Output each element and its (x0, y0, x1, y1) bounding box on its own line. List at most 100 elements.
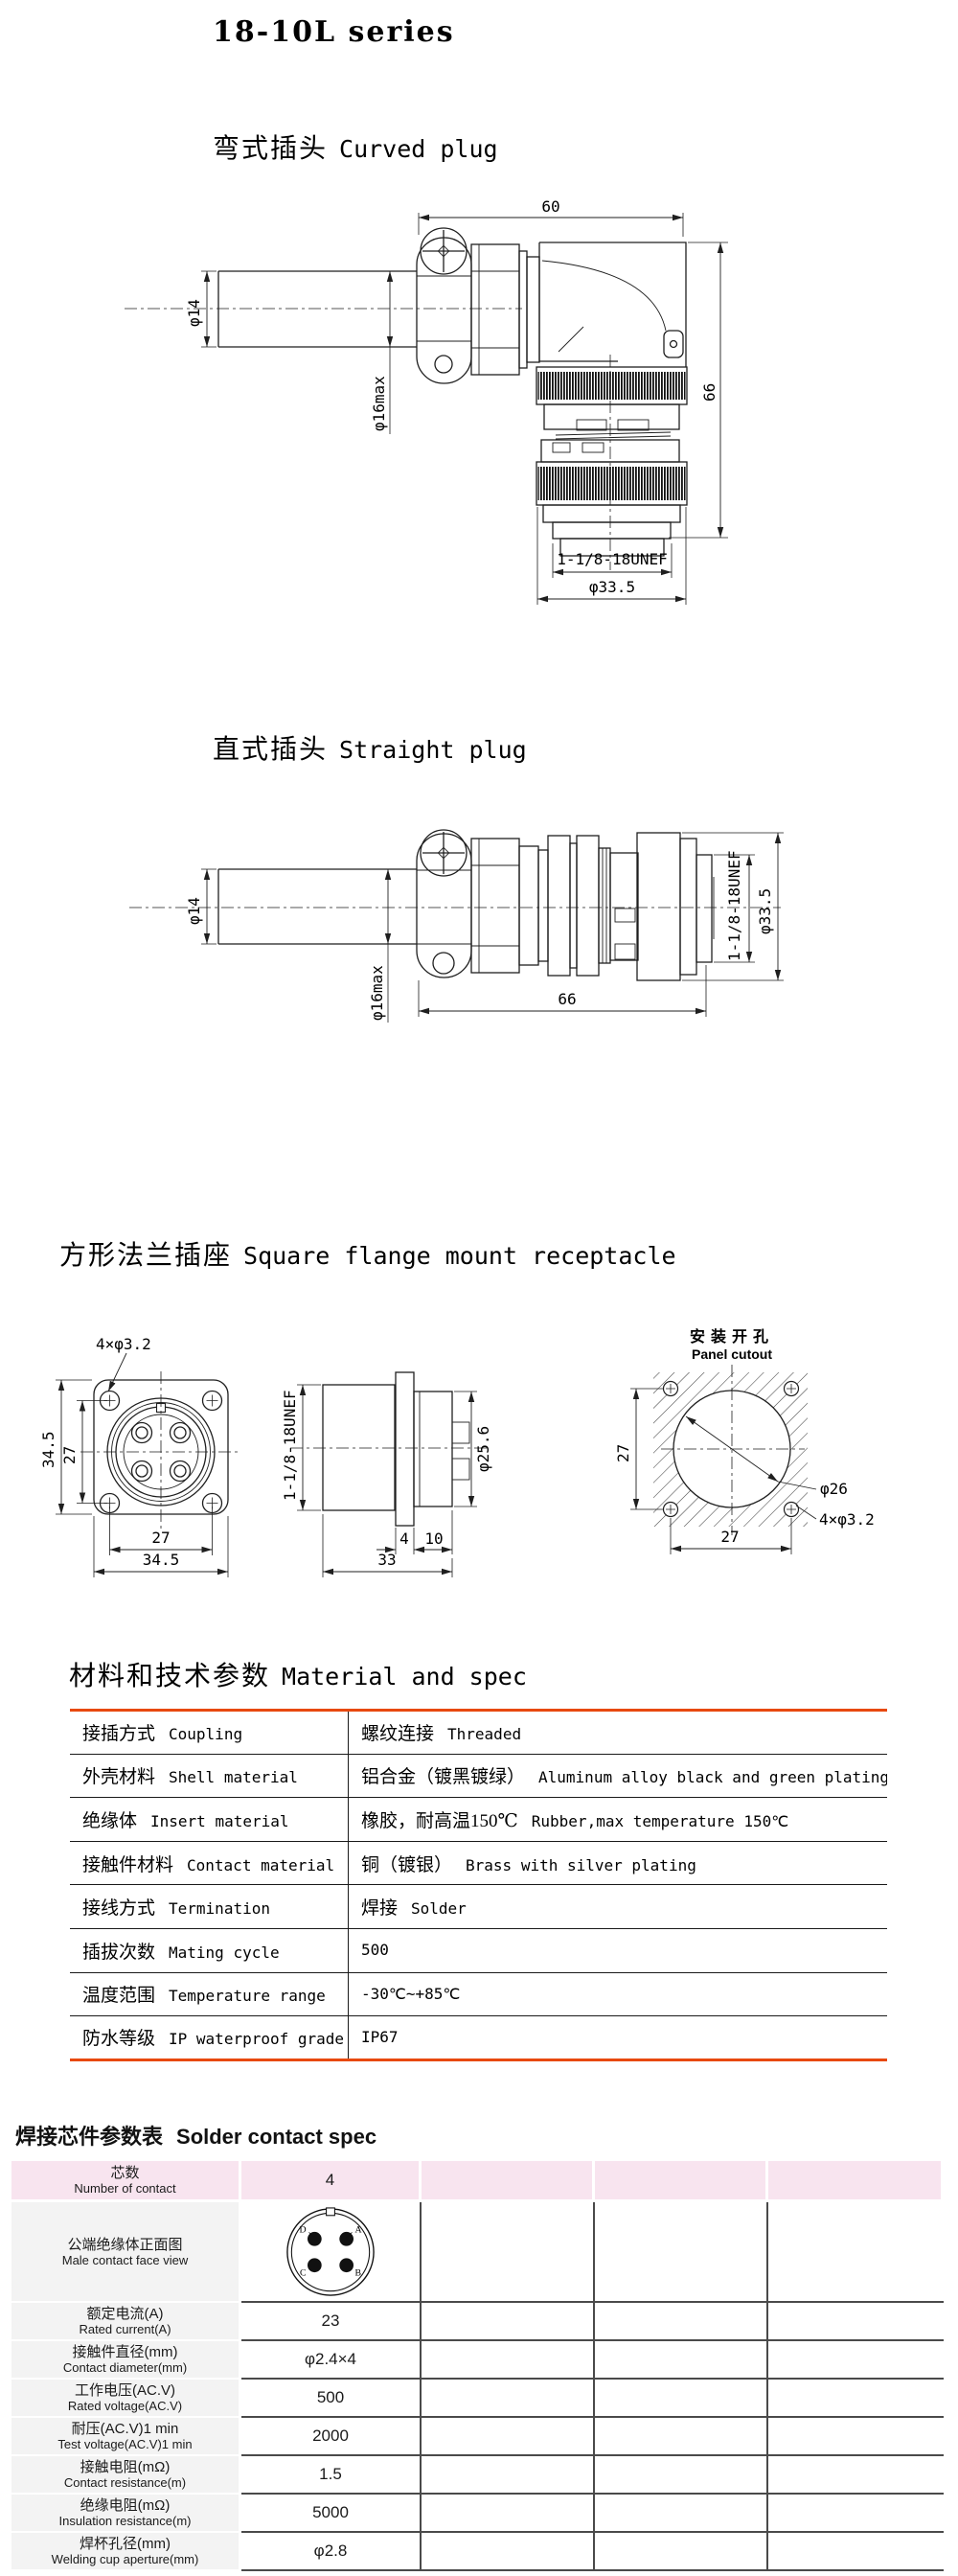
spec-label-zh: 工作电压(AC.V) (74, 2382, 175, 2399)
spec-label-zh: 耐压(AC.V)1 min (71, 2421, 179, 2437)
spec-value: 500 (241, 2380, 422, 2418)
dim-thread: 1-1/8-18UNEF (557, 550, 668, 568)
row-label-en: Termination (169, 1899, 270, 1919)
spec-label-cell: 绝缘电阻(mΩ) Insulation resistance(m) (11, 2495, 241, 2533)
heading-curved-en: Curved plug (339, 135, 498, 163)
row-value-zh: 螺纹连接 (361, 1724, 435, 1745)
dim-cutout-pitch-v: 27 (614, 1444, 632, 1462)
contact-label-a: A (354, 2224, 361, 2235)
dim-length: 66 (558, 990, 576, 1008)
empty-cell (595, 2495, 768, 2533)
row-value-en: -30℃~+85℃ (361, 1984, 461, 2003)
empty-cell (768, 2533, 944, 2571)
empty-cell (768, 2418, 944, 2456)
heading-material-zh: 材料和技术参数 (69, 1662, 271, 1691)
cutout-title-zh: 安装开孔 (690, 1327, 774, 1346)
page-title: 18-10L series (213, 15, 455, 49)
dim-side-thread: 1-1/8-18UNEF (281, 1390, 299, 1501)
cutout-title-en: Panel cutout (692, 1346, 772, 1362)
dim-front-pitch-h: 27 (151, 1529, 170, 1547)
empty-cell (595, 2418, 768, 2456)
empty-cell (768, 2380, 944, 2418)
dim-cable-dia: φ14 (185, 299, 203, 327)
receptacle-drawing: 4×φ3.2 34.5 27 27 34.5 1-1/8 (39, 1327, 875, 1577)
dim-front-height: 34.5 (39, 1431, 57, 1468)
section-heading-material: 材料和技术参数 Material and spec (69, 1655, 527, 1693)
spec-label-en: Rated voltage(AC.V) (67, 2399, 183, 2413)
solder-spec-table: 芯数 Number of contact 4 公端绝缘体正面图 Male con… (11, 2161, 944, 2571)
row-label-en: Coupling (169, 1725, 243, 1744)
empty-cell (595, 2380, 768, 2418)
heading-material-en: Material and spec (282, 1663, 527, 1690)
spec-label-en: Contact diameter(mm) (62, 2360, 188, 2375)
straight-plug-dimensions: φ14 φ16max 1-1/8-18UNEF φ33.5 66 (185, 832, 784, 1023)
spec-label-zh: 绝缘电阻(mΩ) (80, 2497, 171, 2514)
curved-plug-drawing: 60 φ14 φ16max 66 1-1/8-18UNEF φ33.5 (125, 197, 728, 605)
spec-value: 2000 (241, 2418, 422, 2456)
row-value-en: Threaded (447, 1725, 522, 1744)
dim-cable-max: φ16max (368, 965, 386, 1021)
spec-value: φ2.4×4 (241, 2341, 422, 2380)
receptacle-front-view: 4×φ3.2 34.5 27 27 34.5 (39, 1335, 241, 1577)
curved-plug-outline (125, 227, 688, 570)
empty-cell (768, 2202, 944, 2303)
empty-cell (422, 2161, 592, 2199)
row-label-en: Shell material (169, 1768, 298, 1787)
spec-value: 23 (241, 2303, 422, 2341)
empty-cell (768, 2303, 944, 2341)
heading-receptacle-zh: 方形法兰插座 (59, 1241, 233, 1271)
row-value-zh: 橡胶，耐高温150℃ (361, 1810, 518, 1831)
empty-cell (768, 2341, 944, 2380)
dim-cutout-pitch-h: 27 (720, 1528, 739, 1546)
empty-cell (422, 2418, 595, 2456)
row-label-en: Temperature range (169, 1987, 326, 2006)
heading-curved-zh: 弯式插头 (213, 134, 329, 164)
empty-cell (768, 2161, 941, 2199)
row-value-en: IP67 (361, 2027, 399, 2046)
contact-face-view-cell: D A C B (241, 2202, 422, 2303)
spec-label-en: Rated current(A) (79, 2322, 171, 2336)
row-value-en: 500 (361, 1941, 389, 1960)
spec-label-cell: 额定电流(A) Rated current(A) (11, 2303, 241, 2341)
row-value-zh: 焊接 (361, 1898, 399, 1920)
row-value-en: Aluminum alloy black and green plating (538, 1768, 887, 1787)
row-label-en: Mating cycle (169, 1943, 280, 1962)
section-heading-curved-plug: 弯式插头 Curved plug (213, 127, 498, 166)
label-cutout-corner-holes: 4×φ3.2 (819, 1510, 875, 1529)
spec-value: 5000 (241, 2495, 422, 2533)
spec-label-cell: 耐压(AC.V)1 min Test voltage(AC.V)1 min (11, 2418, 241, 2456)
spec-value: φ2.8 (241, 2533, 422, 2571)
empty-cell (595, 2533, 768, 2571)
receptacle-side-view: 1-1/8-18UNEF φ25.6 4 10 33 (281, 1371, 492, 1577)
face-label-en: Male contact face view (61, 2252, 189, 2267)
dim-front-pitch-v: 27 (60, 1446, 79, 1464)
row-label-en: Insert material (150, 1811, 289, 1830)
dim-thread: 1-1/8-18UNEF (725, 850, 743, 961)
spec-label-zh: 额定电流(A) (86, 2306, 164, 2322)
heading-straight-zh: 直式插头 (213, 735, 329, 765)
dim-side-flange-t: 4 (399, 1530, 409, 1548)
dim-side-length: 33 (377, 1551, 396, 1569)
contacts-label-zh: 芯数 (110, 2165, 140, 2181)
spec-label-en: Test voltage(AC.V)1 min (57, 2437, 193, 2451)
contact-label-c: C (300, 2267, 307, 2278)
heading-solder-en: Solder contact spec (176, 2125, 377, 2149)
table-row-contacts: 芯数 Number of contact 4 (11, 2161, 944, 2199)
panel-cutout-view: 安装开孔 Panel cutout 27 φ26 4×φ3.2 27 (614, 1327, 875, 1554)
empty-cell (768, 2495, 944, 2533)
spec-label-cell: 接触件直径(mm) Contact diameter(mm) (11, 2341, 241, 2380)
straight-plug-outline (129, 829, 781, 981)
contact-label-d: D (299, 2224, 306, 2235)
spec-label-zh: 接触电阻(mΩ) (80, 2459, 171, 2475)
dim-front-width: 34.5 (143, 1551, 180, 1569)
row-label-zh: 外壳材料 (82, 1767, 156, 1788)
spec-label-zh: 焊杯孔径(mm) (80, 2536, 171, 2552)
row-value-en: Rubber,max temperature 150℃ (531, 1811, 789, 1830)
empty-cell (422, 2495, 595, 2533)
